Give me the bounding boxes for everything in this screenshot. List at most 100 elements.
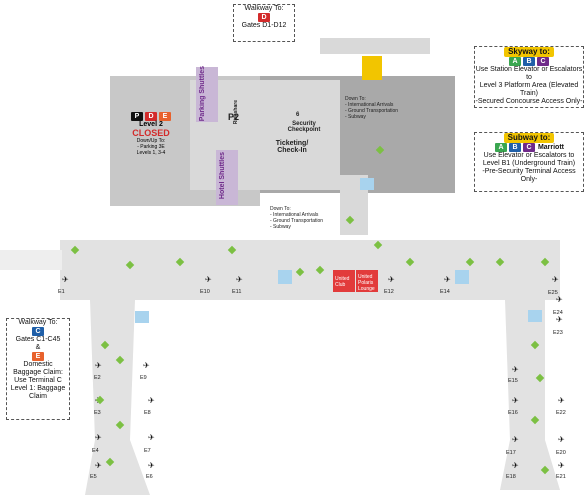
gate-e23[interactable]: E23 (553, 330, 563, 336)
restroom-icon (227, 245, 237, 255)
subway-line-b: B (508, 143, 521, 152)
united-club-area (333, 270, 355, 292)
plane-icon: ✈ (558, 435, 565, 444)
garage-e-badge: E (159, 112, 171, 121)
plane-icon: ✈ (148, 433, 155, 442)
restroom-icon (540, 257, 550, 267)
walkway-c-gates: Gates C1-C45 (15, 336, 61, 343)
down-to-bottom: Down To: - International Arrivals - Grou… (270, 206, 323, 230)
restroom-icon (95, 395, 105, 405)
restroom-icon (375, 145, 385, 155)
down-to-top-3: - Subway (345, 114, 366, 120)
subway-text2: Level B1 (Underground Train) (482, 160, 576, 167)
gate-e12[interactable]: E12 (384, 289, 394, 295)
plane-icon: ✈ (512, 461, 519, 470)
concourse-d-badge: D (258, 13, 270, 22)
plane-icon: ✈ (236, 275, 243, 284)
restroom-icon (70, 245, 80, 255)
hotel-shuttles-label: Hotel Shuttles (219, 152, 226, 200)
gate-markers: ✈✈✈✈✈✈✈✈✈✈✈✈✈✈✈✈✈✈✈✈✈✈✈ (62, 275, 565, 470)
hotel-shuttle-block (216, 150, 238, 205)
gate-e9[interactable]: E9 (140, 375, 147, 381)
gate-e4[interactable]: E4 (92, 448, 99, 454)
plane-icon: ✈ (388, 275, 395, 284)
skyway-station (362, 56, 382, 80)
restroom-icon (115, 420, 125, 430)
security-number: 6 (296, 112, 300, 118)
plane-icon: ✈ (148, 461, 155, 470)
marriott-logo: Marriott (537, 144, 564, 151)
walkway-c-callout: Walkway To: C Gates C1-C45 & E Domestic … (6, 318, 70, 420)
gate-e2[interactable]: E2 (94, 375, 101, 381)
subway-line-a: A (494, 143, 507, 152)
skyway-text1: Use Station Elevator or Escalators to (475, 66, 583, 81)
restroom-icon (535, 373, 545, 383)
walkway-c (0, 250, 62, 270)
gate-e10[interactable]: E10 (200, 289, 210, 295)
gate-e7[interactable]: E7 (144, 448, 151, 454)
plane-icon: ✈ (143, 361, 150, 370)
gate-e17[interactable]: E17 (506, 450, 516, 456)
plane-icon: ✈ (62, 275, 69, 284)
subway-text1: Use Elevator or Escalators to (483, 152, 575, 159)
restroom-icon (105, 457, 115, 467)
gate-e8[interactable]: E8 (144, 410, 151, 416)
walkway-c-title: Walkway To: (18, 319, 58, 326)
walkway-c-text-e4: Level 1: Baggage Claim (10, 385, 66, 400)
amenity-markers (70, 145, 550, 475)
concourse-c-badge: C (32, 327, 44, 336)
elevator-tile (360, 178, 374, 190)
down-to-bottom-0: Down To: (270, 206, 291, 212)
gate-e21[interactable]: E21 (556, 474, 566, 480)
elevator-tile (528, 310, 542, 322)
restroom-icon (100, 340, 110, 350)
plane-icon: ✈ (556, 295, 563, 304)
united-club-label: United Club (335, 276, 350, 288)
gate-e14[interactable]: E14 (440, 289, 450, 295)
walkway-c-text-e2: Baggage Claim: (13, 369, 63, 376)
gate-e5[interactable]: E5 (90, 474, 97, 480)
gate-e11[interactable]: E11 (232, 289, 242, 295)
gate-e20[interactable]: E20 (556, 450, 566, 456)
restroom-icon (405, 257, 415, 267)
gate-e1[interactable]: E1 (58, 289, 65, 295)
gate-e22[interactable]: E22 (556, 410, 566, 416)
walkway-c-amp: & (35, 344, 41, 351)
plane-icon: ✈ (552, 275, 559, 284)
plane-icon: ✈ (205, 275, 212, 284)
walkway-d-title: Walkway To: (244, 5, 284, 12)
gate-e15[interactable]: E15 (508, 378, 518, 384)
gate-e25[interactable]: E25 (548, 290, 558, 296)
security-label: Security Checkpoint (287, 121, 321, 133)
down-to-top-1: - International Arrivals (345, 102, 394, 108)
p2-label: P2 (228, 112, 240, 122)
down-to-top: Down To: - International Arrivals - Grou… (345, 96, 398, 120)
walkway-d-callout: Walkway To: D Gates D1-D12 (233, 4, 295, 42)
restroom-icon (345, 215, 355, 225)
plane-icon: ✈ (95, 461, 102, 470)
gate-e3[interactable]: E3 (94, 410, 101, 416)
skyway-title: Skyway to: (504, 47, 554, 57)
elevator-tile (278, 270, 292, 284)
plane-icon: ✈ (512, 396, 519, 405)
gate-e24[interactable]: E24 (553, 310, 563, 316)
plane-icon: ✈ (556, 315, 563, 324)
restroom-icon (373, 240, 383, 250)
garage-d-badge: D (145, 112, 157, 121)
subway-text3: -Pre-Security Terminal Access Only- (482, 168, 576, 183)
gate-e18[interactable]: E18 (506, 474, 516, 480)
subway-title: Subway to: (503, 133, 555, 143)
terminal-e-badge: E (32, 352, 44, 361)
garage-status: CLOSED (132, 128, 170, 138)
parking-badge: P (131, 112, 143, 121)
restroom-icon (125, 260, 135, 270)
gate-e6[interactable]: E6 (146, 474, 153, 480)
walkway-d-gates: Gates D1-D12 (241, 22, 287, 29)
subway-line-c: C (522, 143, 535, 152)
gate-e16[interactable]: E16 (508, 410, 518, 416)
garage-note2: - Parking 3E (137, 144, 165, 150)
plane-icon: ✈ (558, 461, 565, 470)
